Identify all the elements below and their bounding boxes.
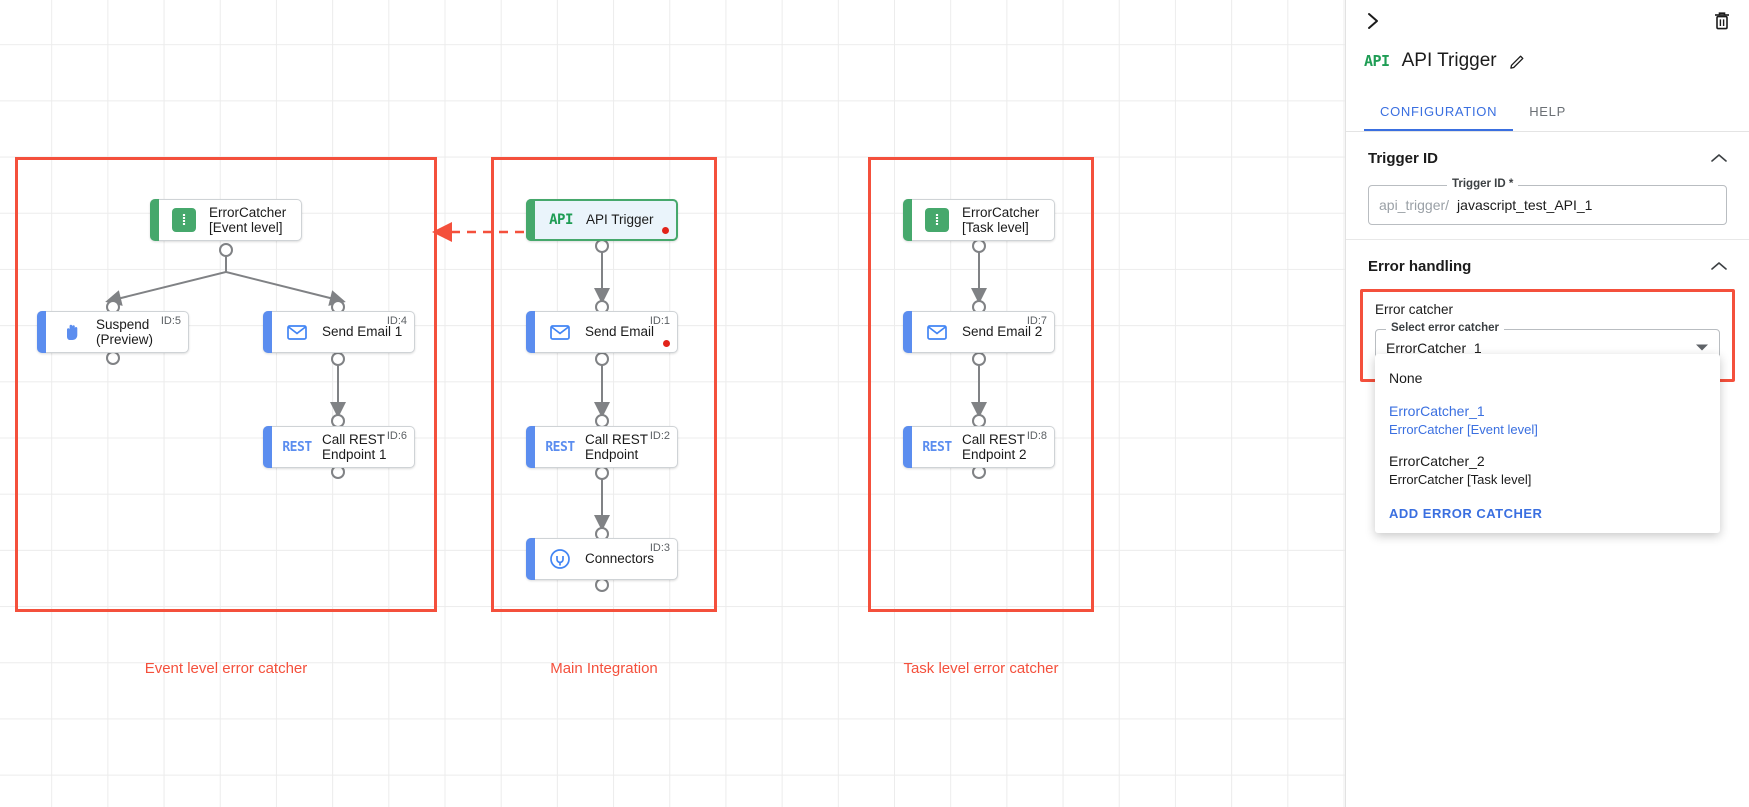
node-id-badge: ID:6 — [386, 430, 407, 442]
node-accent-bar — [903, 311, 912, 353]
chevron-up-icon[interactable] — [1711, 259, 1727, 274]
alert-icon: ⁞ — [925, 208, 949, 232]
node-accent-bar — [903, 199, 912, 241]
pencil-icon[interactable] — [1509, 53, 1526, 70]
node-label: Connectors — [585, 551, 655, 567]
option-primary: None — [1389, 370, 1423, 386]
tab-configuration[interactable]: CONFIGURATION — [1364, 94, 1514, 131]
option-primary: ErrorCatcher_2 — [1389, 453, 1485, 470]
error-catcher-label: Error catcher — [1375, 302, 1454, 317]
error-handling-section-title: Error handling — [1368, 258, 1472, 275]
trigger-id-input[interactable]: Trigger ID * api_trigger/ javascript_tes… — [1368, 178, 1727, 225]
hand-icon — [67, 324, 78, 340]
error-catcher-selected-value: ErrorCatcher_1 — [1386, 340, 1482, 356]
node-errorcatcher-task[interactable]: ⁞ ErrorCatcher [Task level] — [903, 199, 1055, 241]
node-id-badge: ID:8 — [1026, 430, 1047, 442]
node-label: Send Email — [585, 324, 655, 340]
group-label: Event level error catcher — [144, 660, 308, 677]
node-id-badge: ID:2 — [649, 430, 670, 442]
node-label: Call REST Endpoint 1 — [322, 431, 387, 462]
api-badge-icon: API — [1364, 52, 1390, 70]
node-accent-bar — [263, 426, 272, 468]
envelope-icon — [550, 325, 570, 340]
node-accent-bar — [526, 426, 535, 468]
node-label: Suspend (Preview) — [96, 316, 154, 347]
chevron-right-icon[interactable] — [1360, 8, 1386, 34]
node-accent-bar — [150, 199, 159, 241]
properties-panel: API API Trigger CONFIGURATION HELP Trigg… — [1345, 0, 1749, 807]
chevron-up-icon[interactable] — [1711, 151, 1727, 166]
rest-icon: REST — [282, 439, 312, 455]
group-label: Main Integration — [550, 660, 658, 677]
option-primary: ErrorCatcher_1 — [1389, 402, 1485, 419]
node-label: Send Email 1 — [322, 324, 403, 340]
tab-help[interactable]: HELP — [1529, 104, 1566, 119]
page-title: API Trigger — [1401, 50, 1497, 71]
panel-header: API API Trigger — [1346, 42, 1749, 80]
error-catcher-box: Error catcher Select error catcher Error… — [1360, 289, 1735, 533]
chevron-down-icon[interactable] — [1695, 339, 1709, 357]
node-label: API Trigger — [586, 212, 654, 228]
dropdown-option[interactable]: None — [1375, 362, 1720, 395]
node-label: Call REST Endpoint — [585, 431, 649, 462]
node-accent-bar — [903, 426, 912, 468]
group-frame[interactable] — [868, 157, 1094, 612]
group-label: Task level error catcher — [903, 660, 1059, 677]
group-frame[interactable] — [491, 157, 717, 612]
panel-tabs: CONFIGURATION HELP — [1346, 94, 1749, 132]
option-secondary: ErrorCatcher [Event level] — [1389, 421, 1538, 437]
node-id-badge: ID:1 — [649, 315, 670, 327]
node-api-trigger[interactable]: API API Trigger — [526, 199, 678, 241]
node-accent-bar — [37, 311, 46, 353]
node-id-badge: ID:5 — [160, 315, 181, 327]
trigger-id-value: javascript_test_API_1 — [1457, 197, 1593, 213]
trigger-id-field-wrap: Trigger ID * api_trigger/ javascript_tes… — [1346, 175, 1749, 239]
add-error-catcher-button[interactable]: ADD ERROR CATCHER — [1389, 505, 1543, 521]
node-accent-bar — [263, 311, 272, 353]
node-id-badge: ID:7 — [1026, 315, 1047, 327]
flow-canvas[interactable]: Event level error catcher Main Integratio… — [0, 0, 1345, 807]
panel-toolbar — [1346, 0, 1749, 42]
node-label: ErrorCatcher [Task level] — [962, 204, 1040, 235]
node-label: Call REST Endpoint 2 — [962, 431, 1027, 462]
node-id-badge: ID:4 — [386, 315, 407, 327]
trigger-id-label: Trigger ID * — [1447, 178, 1519, 190]
node-errorcatcher-event[interactable]: ⁞ ErrorCatcher [Event level] — [150, 199, 302, 241]
error-catcher-select-label: Select error catcher — [1386, 322, 1505, 334]
rest-icon: REST — [545, 439, 575, 455]
trash-icon[interactable] — [1709, 8, 1735, 34]
node-error-dot — [662, 227, 669, 234]
node-suspend-preview[interactable]: Suspend (Preview) ID:5 — [37, 311, 189, 353]
node-accent-bar — [526, 538, 535, 580]
trigger-id-prefix: api_trigger/ — [1379, 197, 1450, 213]
envelope-icon — [927, 325, 947, 340]
node-label: Send Email 2 — [962, 324, 1043, 340]
envelope-icon — [287, 325, 307, 340]
trigger-id-section-title: Trigger ID — [1368, 150, 1439, 167]
node-error-dot — [663, 340, 670, 347]
node-accent-bar — [526, 199, 535, 241]
option-secondary: ErrorCatcher [Task level] — [1389, 472, 1532, 488]
api-icon: API — [549, 212, 573, 228]
error-handling-section-header[interactable]: Error handling — [1346, 239, 1749, 283]
group-frame[interactable] — [15, 157, 437, 612]
rest-icon: REST — [922, 439, 952, 455]
trigger-id-section-header[interactable]: Trigger ID — [1346, 132, 1749, 175]
alert-icon: ⁞ — [172, 208, 196, 232]
node-id-badge: ID:3 — [649, 542, 670, 554]
node-label: ErrorCatcher [Event level] — [209, 204, 287, 235]
node-accent-bar — [526, 311, 535, 353]
plug-icon — [550, 549, 570, 569]
